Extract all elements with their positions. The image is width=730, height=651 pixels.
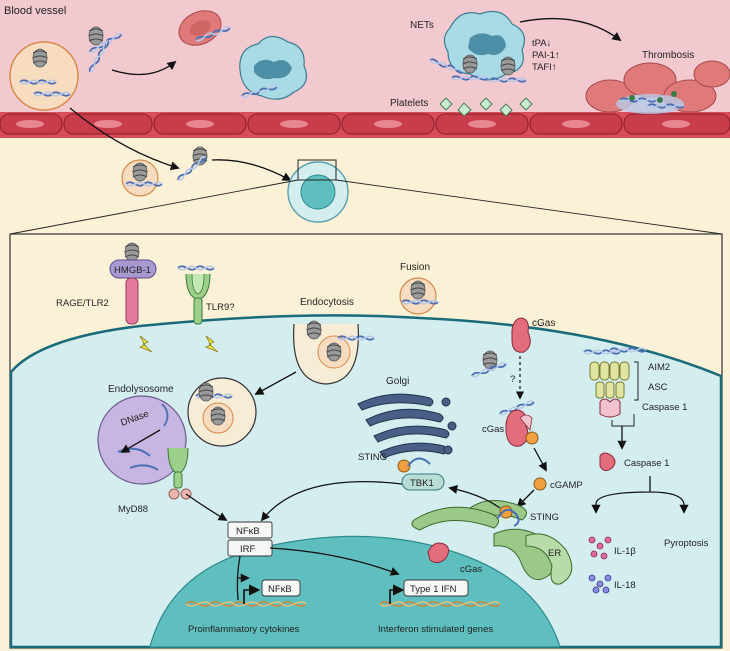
tlr9-label: TLR9?: [206, 302, 235, 313]
il18-label: IL-18: [614, 580, 636, 591]
golgi: [357, 393, 457, 459]
promoter-left: [243, 584, 261, 604]
proinflammatory-label: Proinflammatory cytokines: [188, 624, 300, 635]
rage-tlr2-receptor: [109, 242, 157, 325]
endosome: [187, 377, 257, 447]
rage-tlr2-label: RAGE/TLR2: [56, 298, 109, 309]
arrow-to-rbc: [111, 60, 177, 76]
red-blood-cell: [178, 10, 232, 46]
il1b-dots: [588, 536, 612, 560]
lightning-icon: [204, 335, 219, 353]
arrow-endocytosis: [254, 371, 297, 395]
aim2-label: AIM2: [648, 362, 670, 373]
platelets: [439, 97, 533, 117]
extracellular-vesicle: [9, 41, 79, 111]
cgas-mid-label: cGas: [482, 424, 504, 435]
endocytosis-label: Endocytosis: [300, 297, 354, 308]
sting-golgi: [397, 457, 431, 473]
arrow-to-thrombosis: [519, 17, 622, 42]
myd88-label: MyD88: [118, 504, 148, 515]
pyroptosis-label: Pyroptosis: [664, 538, 709, 549]
zoom-lines: [9, 179, 723, 235]
arrow-to-cell: [211, 159, 292, 181]
cgamp-ball: [533, 477, 547, 491]
caspase1-complex-label: Caspase 1: [642, 402, 687, 413]
lightning-icon: [138, 335, 153, 353]
sting-er: [497, 505, 520, 527]
arrow-sting-tbk1: [448, 484, 501, 509]
nets-label: NETs: [410, 20, 434, 31]
arrow-myd88-nfkb: [185, 493, 228, 521]
arrow-tbk1-irf: [260, 481, 403, 522]
cgas-dna-complex: [498, 399, 539, 447]
caspase1-label: Caspase 1: [624, 458, 669, 469]
il1b-label: IL-1β: [614, 546, 636, 557]
type1-ifn-label: Type 1 IFN: [410, 584, 457, 595]
arrow-cgamp: [533, 447, 547, 472]
arrow-to-ifn: [269, 547, 400, 576]
cgas-protein: [511, 317, 531, 353]
sting-golgi-label: STING: [358, 452, 387, 463]
aim2-complex: [583, 347, 647, 427]
nfkb-gene-label: NFκB: [268, 584, 292, 595]
golgi-label: Golgi: [386, 376, 409, 387]
cgamp-label: cGAMP: [550, 480, 583, 491]
sting-er-label: STING: [530, 512, 559, 523]
arrow-to-nfkb-gene: [236, 555, 241, 601]
blood-vessel-label: Blood vessel: [4, 5, 66, 17]
il18-dots: [588, 574, 612, 594]
promoter-right: [389, 584, 405, 604]
cgas-nuc-label: cGas: [460, 564, 482, 575]
nfkb-gene-box: [261, 579, 301, 597]
type1-ifn-box: [403, 579, 469, 597]
neutrophil: [239, 35, 307, 100]
caspase1-icon: [599, 452, 616, 472]
tbk1-label: TBK1: [410, 478, 434, 489]
tlr9-receptor: [177, 265, 215, 325]
tafi-label: TAFI↑: [532, 62, 557, 73]
tbk1-box: [401, 473, 445, 491]
arrow-cgamp-sting: [516, 489, 535, 508]
nucleus: [149, 535, 561, 648]
question-mark: ?: [510, 374, 515, 385]
nfkb-box-label: NFκB: [236, 526, 260, 537]
irf-box-label: IRF: [240, 544, 256, 555]
caspase-split: [595, 476, 685, 505]
er-label: ER: [548, 548, 561, 559]
pai-label: PAI-1↑: [532, 50, 560, 61]
nuclear-cgas: [427, 542, 450, 564]
target-cell-small: [287, 159, 349, 223]
endolysosome: [97, 395, 192, 500]
nets-neutrophil: [428, 11, 527, 83]
asc-label: ASC: [648, 382, 668, 393]
endocytic-vesicle: [293, 320, 375, 385]
tpa-label: tPA↓: [532, 38, 551, 49]
tissue-vesicle: [121, 159, 163, 197]
endothelium-layer: [0, 112, 730, 138]
nfkb-box: [227, 521, 273, 539]
hmgb1-label: HMGB-1: [114, 265, 151, 276]
thrombus: [585, 60, 730, 114]
thrombosis-label: Thrombosis: [642, 50, 694, 61]
er: [411, 500, 573, 585]
platelets-label: Platelets: [390, 98, 428, 109]
endolysosome-label: Endolysosome: [108, 384, 174, 395]
arrow-extravasation: [69, 107, 180, 171]
fusion-label: Fusion: [400, 262, 430, 273]
fusion-vesicle: [399, 277, 439, 315]
cgas-top-label: cGas: [532, 318, 555, 329]
isg-label: Interferon stimulated genes: [378, 624, 493, 635]
